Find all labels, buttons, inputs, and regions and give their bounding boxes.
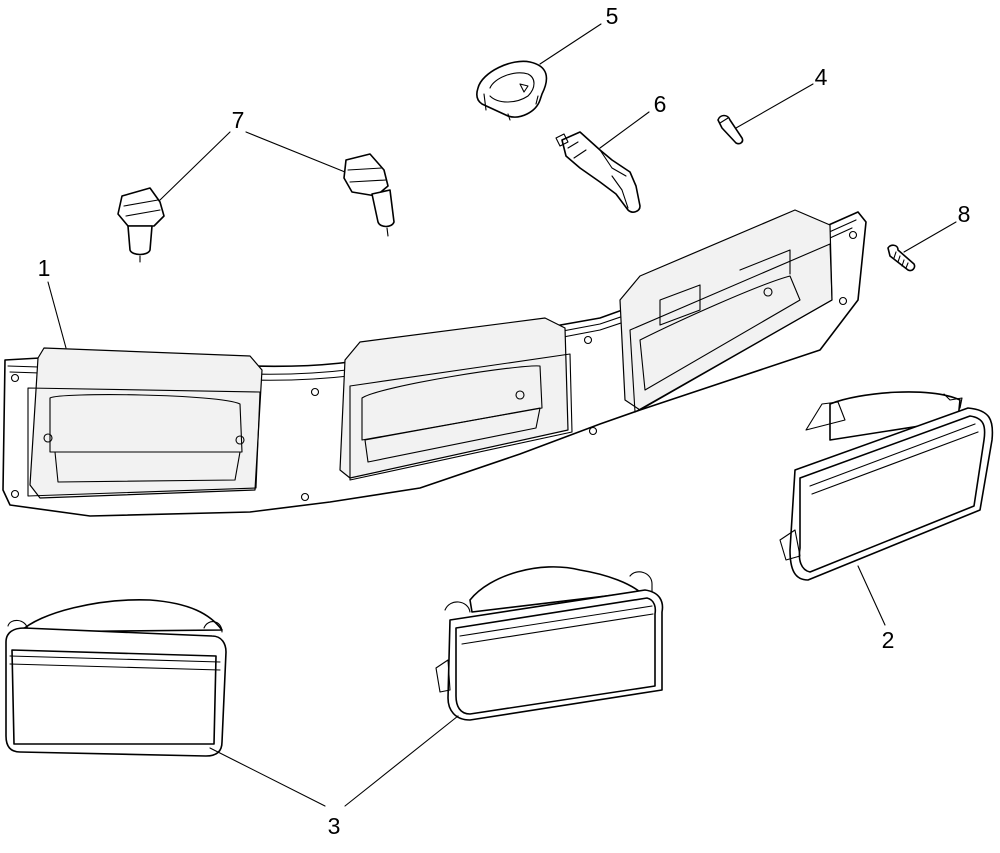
- leader-line-5: [539, 23, 602, 65]
- callout-labels: 1 2 3 4 5 6 7 8: [38, 3, 971, 839]
- retaining-ring: [476, 60, 548, 121]
- headlight-bezel-part: [2, 209, 867, 517]
- lamp-assembly-left: [5, 599, 227, 757]
- callout-5: 5: [606, 3, 619, 29]
- bulb-socket: [555, 131, 641, 213]
- leader-line-8: [903, 221, 957, 253]
- callout-7: 7: [232, 107, 245, 133]
- screw-fastener: [887, 244, 916, 272]
- leader-line-4: [735, 83, 814, 129]
- callout-8: 8: [958, 201, 971, 227]
- pin-fastener: [717, 114, 744, 145]
- callout-2: 2: [882, 627, 895, 653]
- leader-line-1: [47, 281, 67, 349]
- bulb-left: [117, 187, 165, 263]
- leader-lines: [47, 23, 957, 807]
- callout-1: 1: [38, 255, 51, 281]
- callout-6: 6: [654, 91, 667, 117]
- leader-line-2: [857, 565, 886, 626]
- leader-line-6: [599, 111, 650, 149]
- callout-4: 4: [815, 64, 828, 90]
- leader-line-3a: [209, 747, 326, 807]
- lamp-assembly-right: [779, 391, 994, 581]
- callout-3: 3: [328, 813, 341, 839]
- leader-line-7a: [159, 131, 231, 201]
- bulb-right: [343, 153, 395, 237]
- lamp-assembly-middle: [435, 566, 664, 721]
- leader-line-7b: [245, 131, 346, 173]
- leader-line-3b: [344, 715, 459, 807]
